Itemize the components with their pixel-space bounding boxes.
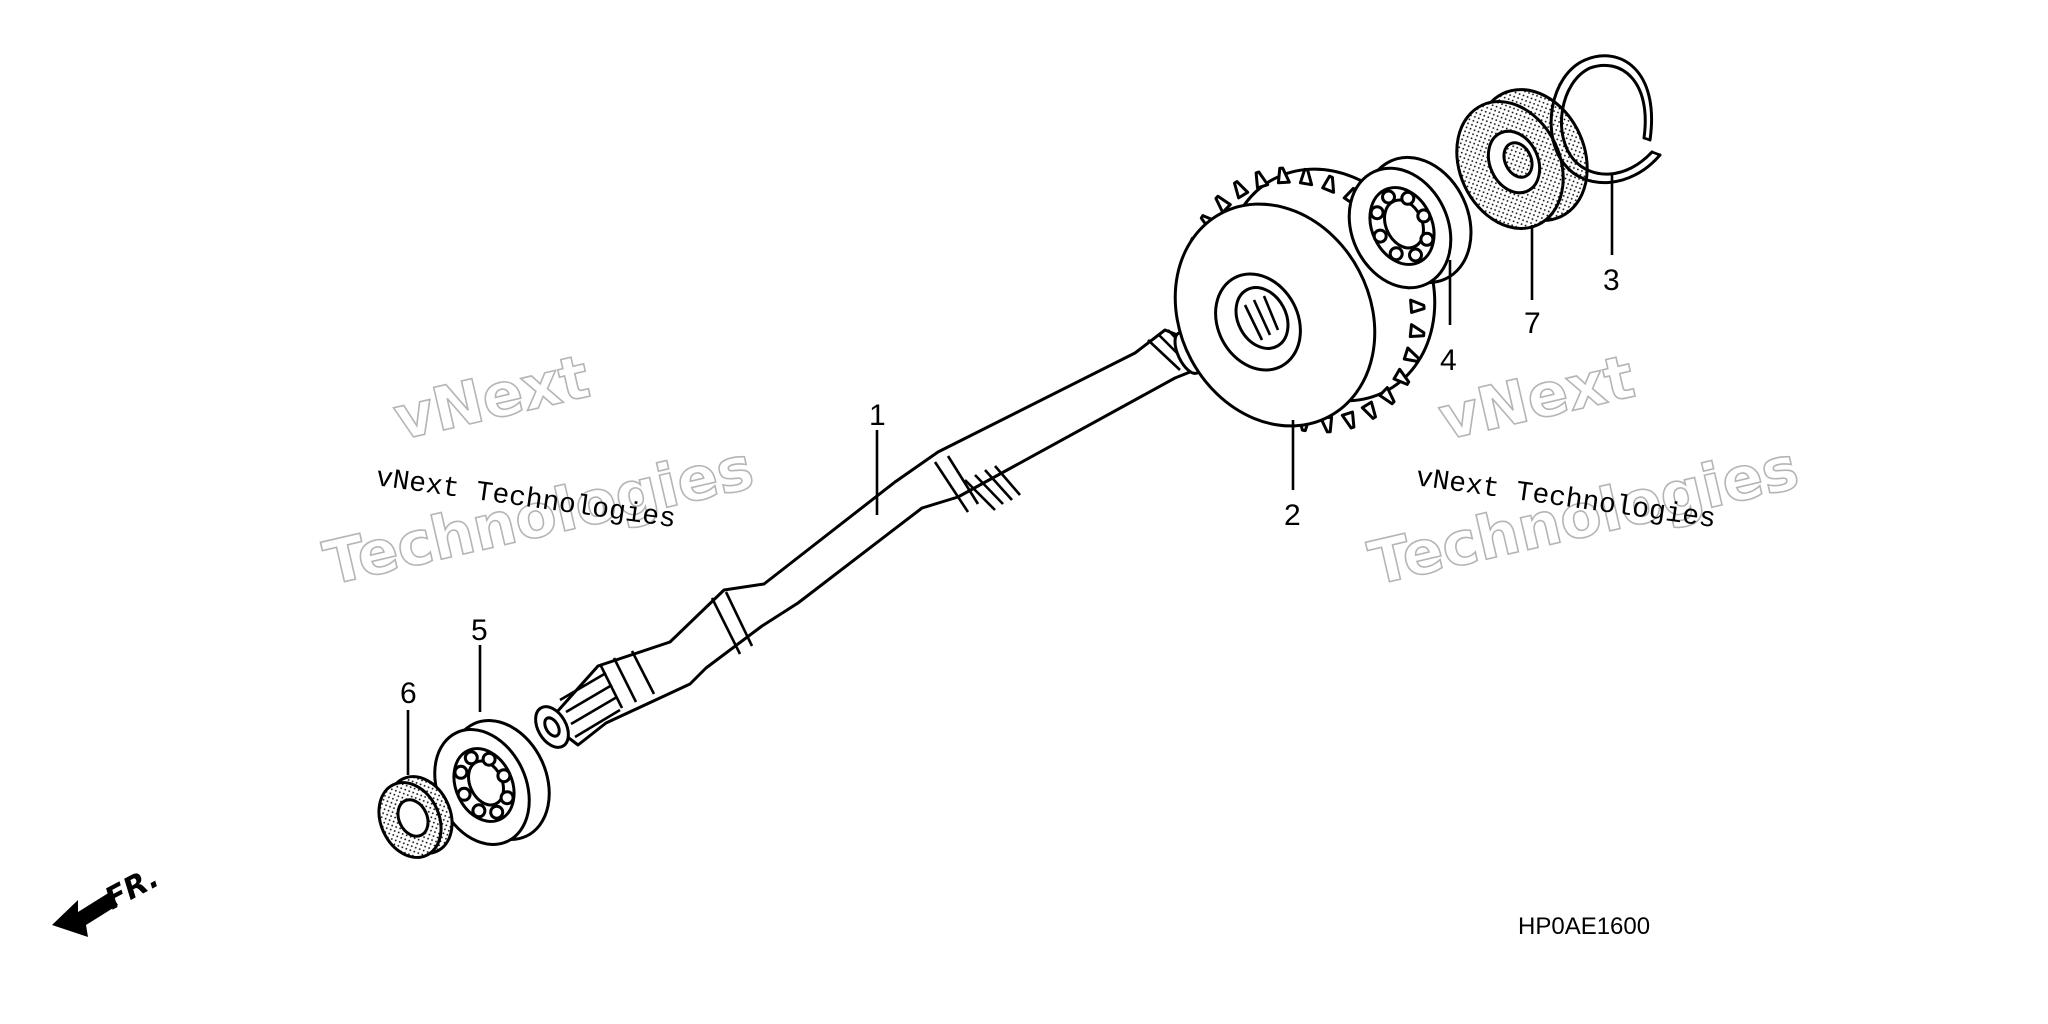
callout-3: 3	[1603, 264, 1620, 297]
watermark-right: vNext Technologies vNext Technologies	[1362, 341, 1806, 600]
seal-lower-part	[377, 775, 454, 859]
callout-1: 1	[869, 399, 886, 432]
gear-tooth	[1340, 410, 1356, 430]
diagram-code: HP0AE1600	[1518, 913, 1650, 940]
leader-lines	[406, 175, 1614, 775]
bearing-ball	[1400, 190, 1416, 206]
bearing-ball	[1419, 231, 1435, 247]
bearing-ball	[463, 750, 479, 766]
bearing-ball	[489, 804, 505, 820]
gear-tooth	[1402, 346, 1421, 363]
gear-tooth	[1360, 400, 1377, 420]
bearing-ball	[453, 764, 469, 780]
bearing-ball	[471, 803, 487, 819]
watermark-left-top: vNext	[388, 342, 596, 455]
bearing-ball	[1369, 205, 1385, 221]
bearing-ball	[1381, 189, 1396, 205]
watermark-left: vNext Technologies vNext Technologies	[317, 341, 761, 600]
callout-5: 5	[471, 614, 488, 647]
gear-tooth	[1408, 323, 1426, 338]
bearing-ball	[1416, 208, 1432, 224]
gear-tooth	[1409, 298, 1426, 314]
callout-4: 4	[1440, 344, 1457, 377]
front-direction-arrow: FR.	[52, 860, 165, 937]
callout-6: 6	[400, 677, 417, 710]
gear-tooth	[1298, 167, 1314, 187]
seal-upper-part	[1455, 88, 1589, 230]
arrow-left-down-icon	[52, 892, 118, 937]
bearing-lower-part	[433, 719, 551, 846]
bearing-ball	[1388, 246, 1404, 262]
watermark-right-top: vNext	[1433, 342, 1641, 455]
callout-2: 2	[1284, 499, 1301, 532]
bearing-ball	[499, 790, 515, 806]
circlip-part	[1549, 54, 1662, 185]
shaft-part	[534, 328, 1203, 749]
gear-tooth	[1392, 367, 1411, 386]
gear-tooth	[1321, 174, 1336, 194]
callout-7: 7	[1524, 307, 1541, 340]
bearing-ball	[456, 786, 472, 802]
gear-tooth	[1254, 170, 1270, 190]
gear-tooth	[1214, 194, 1232, 214]
bearing-upper-part	[1347, 155, 1473, 290]
bearing-ball	[1372, 228, 1388, 244]
gear-tooth	[1276, 166, 1291, 185]
bearing-ball	[481, 751, 497, 767]
gear-tooth	[1378, 386, 1396, 406]
bearing-ball	[1408, 247, 1423, 263]
gear-tooth	[1233, 180, 1250, 200]
bearing-ball	[496, 768, 512, 784]
